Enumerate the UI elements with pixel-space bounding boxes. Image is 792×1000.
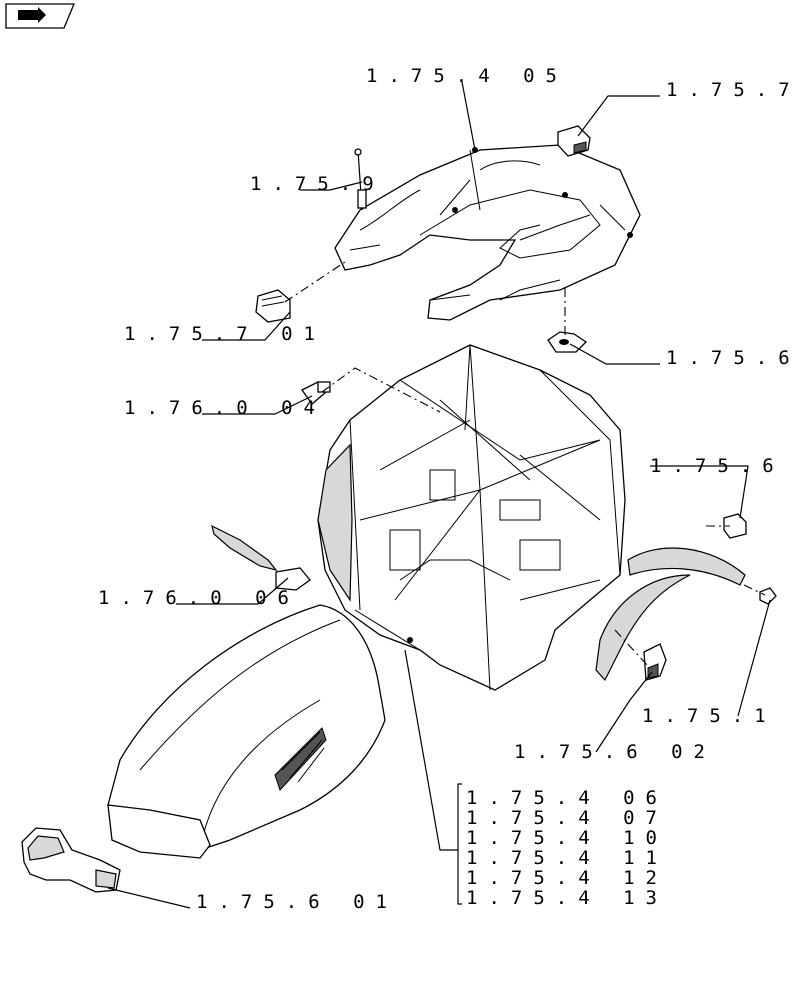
back-arrow-icon — [18, 7, 46, 23]
rod-sensor-part — [354, 148, 367, 211]
work-light-part — [211, 524, 311, 591]
group-list-item: 1.75.4 10 — [466, 827, 668, 849]
connector-plug-part — [759, 587, 777, 605]
group-list-item: 1.75.4 07 — [466, 807, 668, 829]
rear-fender-part — [595, 547, 746, 682]
group-list-item: 1.75.4 13 — [466, 887, 668, 909]
bulb-socket-part — [301, 381, 331, 405]
side-lamp-part — [643, 643, 667, 681]
small-relay-part — [723, 513, 747, 539]
roof-harness — [334, 144, 641, 321]
callout-1-75-7: 1.75.7 — [666, 79, 792, 101]
callout-labels: 1.75.4 05 1.75.7 1.75.9 1.75.7 01 1.75.6… — [98, 65, 792, 913]
front-grille-lights-part — [21, 827, 121, 893]
clip-bracket-part — [547, 331, 588, 353]
callout-1-75-6-01: 1.75.6 01 — [196, 891, 398, 913]
switch-block-part — [255, 289, 291, 323]
grouped-callout-list: 1.75.4 061.75.4 071.75.4 101.75.4 111.75… — [466, 787, 668, 909]
nav-back-button[interactable] — [5, 3, 75, 29]
group-list-item: 1.75.4 06 — [466, 787, 668, 809]
engine-hood-part — [107, 604, 386, 859]
callout-1-76-0-06: 1.76.0 06 — [98, 587, 300, 609]
callout-1-75-9: 1.75.9 — [250, 173, 385, 195]
relay-module-part — [557, 125, 591, 157]
leader-lines — [107, 81, 771, 909]
callout-1-75-1-0: 1.75.1 0 — [642, 705, 792, 727]
callout-1-75-6-02: 1.75.6 02 — [514, 741, 716, 763]
group-list-item: 1.75.4 11 — [466, 847, 668, 869]
callout-1-75-6: 1.75.6 — [666, 347, 792, 369]
callout-1-76-0-04: 1.76.0 04 — [124, 397, 326, 419]
group-list-item: 1.75.4 12 — [466, 867, 668, 889]
callout-1-75-4-05: 1.75.4 05 — [366, 65, 568, 87]
callout-1-75-6-0: 1.75.6 0 — [650, 455, 792, 477]
cab-frame — [317, 344, 626, 691]
callout-1-75-7-01: 1.75.7 01 — [124, 323, 326, 345]
